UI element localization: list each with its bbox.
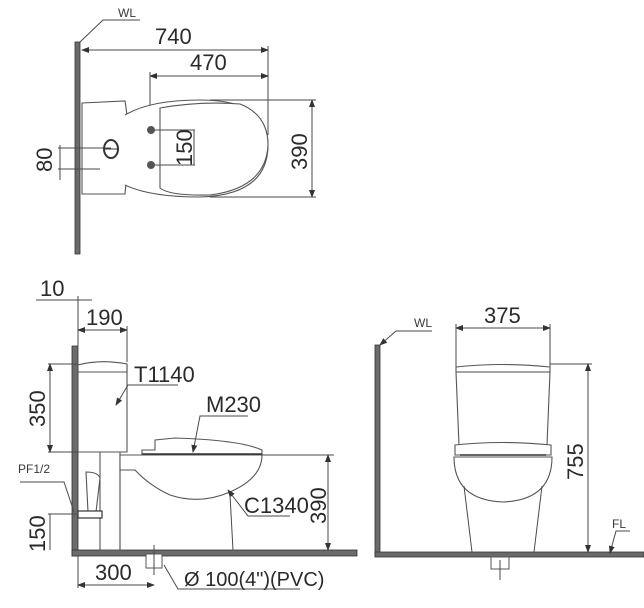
pedestal <box>99 451 121 551</box>
seat-outline <box>159 102 269 196</box>
tank-lid <box>77 361 128 373</box>
fl-label: FL <box>612 517 626 531</box>
dim-inlet-offset: 80 <box>32 148 57 172</box>
hinge-icon <box>147 161 155 169</box>
angle-valve-icon <box>77 510 103 519</box>
dim-seat-depth: 470 <box>190 50 227 75</box>
dim-bowl-height: 390 <box>306 487 331 524</box>
dim-rough-in: 300 <box>95 560 132 585</box>
supply-label: PF1/2 <box>18 462 50 476</box>
floor-line <box>374 551 644 558</box>
seat-front <box>454 441 552 456</box>
dim-supply-height: 150 <box>25 515 50 552</box>
seat-model-label: M230 <box>206 392 261 417</box>
side-view: 10 190 350 T1140 M230 C1340 <box>18 276 358 591</box>
bowl-front <box>453 456 553 503</box>
dim-width: 390 <box>287 133 312 170</box>
tank-side <box>77 363 128 453</box>
floor-line <box>71 549 358 557</box>
dim-hinge-spacing: 150 <box>172 129 197 166</box>
dim-wall-gap: 10 <box>40 276 64 301</box>
outlet-label: Ø 100(4")(PVC) <box>184 569 324 591</box>
wall-line <box>71 345 79 557</box>
hinge-icon <box>147 126 155 134</box>
tank-front <box>455 363 551 446</box>
dim-front-width: 375 <box>484 303 521 328</box>
dim-tank-height: 350 <box>25 390 50 427</box>
dim-total-height: 755 <box>563 443 588 480</box>
wall-line <box>374 344 381 557</box>
bowl-model-label: C1340 <box>244 493 309 518</box>
supply-hose <box>85 471 101 513</box>
tank-model-label: T1140 <box>134 362 195 387</box>
dim-overall-depth: 740 <box>155 24 192 49</box>
seat-side <box>141 437 263 456</box>
top-view: WL 740 470 150 390 80 <box>32 6 316 255</box>
wl-label: WL <box>414 316 432 330</box>
bowl-side <box>119 454 263 500</box>
wl-leader <box>79 19 140 43</box>
front-view: WL 375 755 FL <box>374 303 644 580</box>
wl-label: WL <box>118 6 136 20</box>
dim-tank-depth: 190 <box>86 305 123 330</box>
